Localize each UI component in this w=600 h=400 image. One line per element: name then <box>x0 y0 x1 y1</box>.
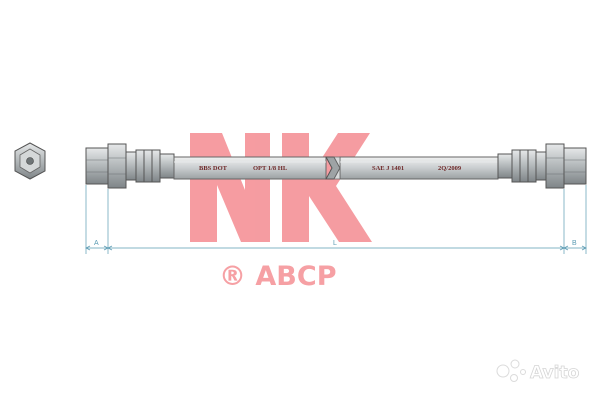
left-fitting <box>85 143 175 189</box>
hose-marking-4: 2Q/2009 <box>438 165 462 172</box>
dimension-label-l: L <box>333 240 337 247</box>
hose-marking-1: BBS DOT <box>199 165 228 172</box>
dimension-lines <box>85 185 587 254</box>
dimension-label-a: A <box>94 240 99 247</box>
right-fitting <box>497 143 587 189</box>
avito-logo: Avito <box>496 359 580 383</box>
nk-logo <box>190 133 372 242</box>
watermark-text: ® ABCP <box>219 261 336 292</box>
avito-wordmark: Avito <box>530 363 579 383</box>
hose-marking-3: SAE J 1401 <box>372 165 404 172</box>
hose-marking-2: OPT 1/8 HL <box>253 165 288 172</box>
hex-fitting-end-view <box>14 142 46 180</box>
hose-body: BBS DOT OPT 1/8 HL SAE J 1401 2Q/2009 <box>173 156 499 180</box>
dimension-label-b: B <box>572 240 577 247</box>
